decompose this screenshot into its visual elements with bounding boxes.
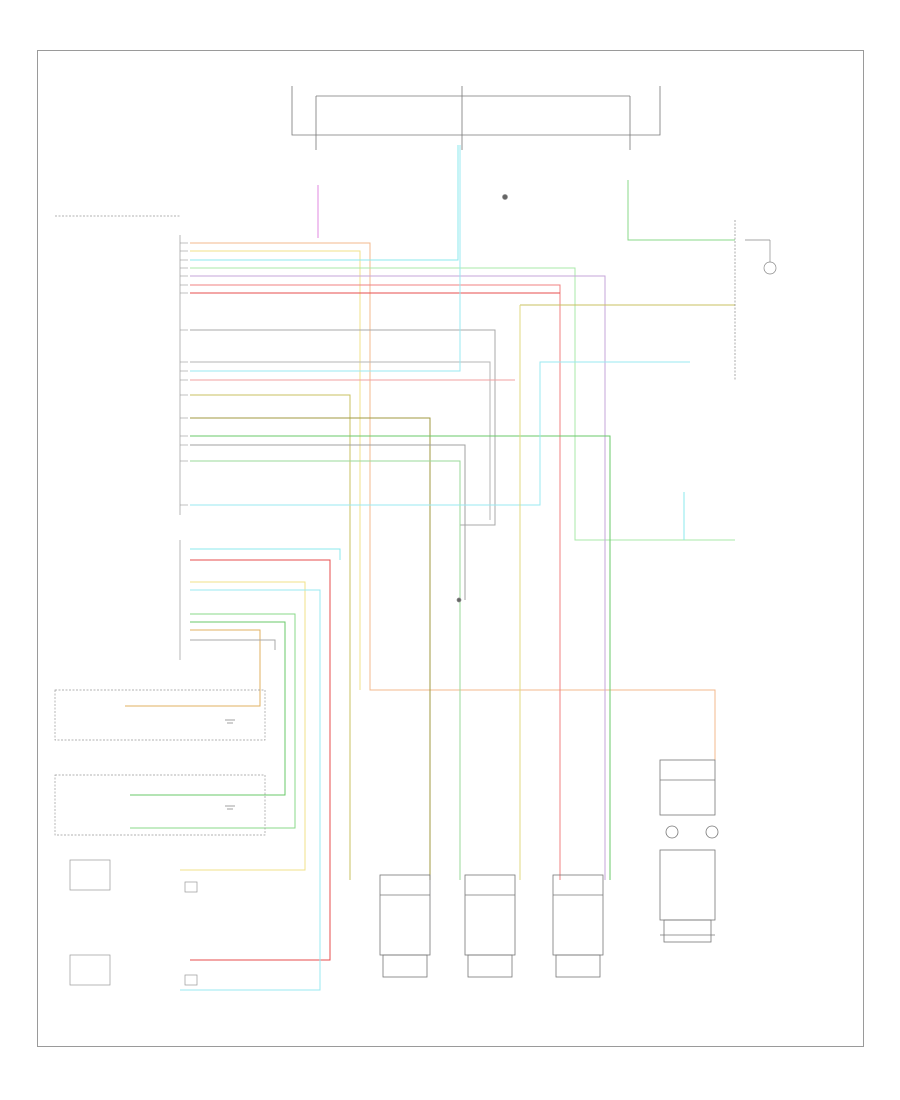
- center-components: [456, 194, 508, 603]
- wire-red-3: [190, 559, 331, 961]
- wire-olive-2: [190, 417, 431, 880]
- diagram-border: [37, 50, 864, 1047]
- wire-green-3: [130, 613, 296, 829]
- connector-notches: [380, 779, 715, 936]
- wire-lightgreen-1: [190, 267, 735, 541]
- wire-cyan-6: [180, 589, 321, 991]
- wire-green-4: [130, 621, 286, 796]
- wire-olive-1: [190, 394, 351, 880]
- wire-yellow-2: [180, 581, 306, 871]
- sensor-boxes: [54, 689, 266, 986]
- right-components: [734, 220, 777, 380]
- wire-green-1: [190, 435, 611, 880]
- wire-purple-1: [190, 275, 606, 880]
- wire-cyan-3: [190, 361, 690, 506]
- wire-green-2: [627, 180, 735, 241]
- wire-cyan-1: [190, 145, 459, 261]
- wire-pink-1: [190, 284, 561, 880]
- airbag-module-bracket: [55, 215, 181, 660]
- wire-harness: [190, 145, 735, 880]
- module-pin-ticks: [180, 242, 188, 506]
- ground-symbols: [225, 719, 235, 810]
- wire-orange-1: [190, 242, 716, 760]
- wire-lightgreen-2: [190, 460, 461, 880]
- wire-cyan-2: [190, 145, 461, 372]
- wire-yellow-1: [190, 250, 361, 690]
- wire-orange-2: [125, 629, 261, 707]
- wire-gray-1: [190, 329, 496, 526]
- wire-gray-3: [190, 444, 466, 600]
- bottom-connectors: [379, 759, 719, 978]
- fuse-block: [291, 86, 661, 150]
- lower-harness: [125, 548, 341, 991]
- wire-cyan-5: [190, 548, 341, 560]
- wire-gray-4: [190, 639, 276, 650]
- wire-gray-2: [190, 361, 491, 520]
